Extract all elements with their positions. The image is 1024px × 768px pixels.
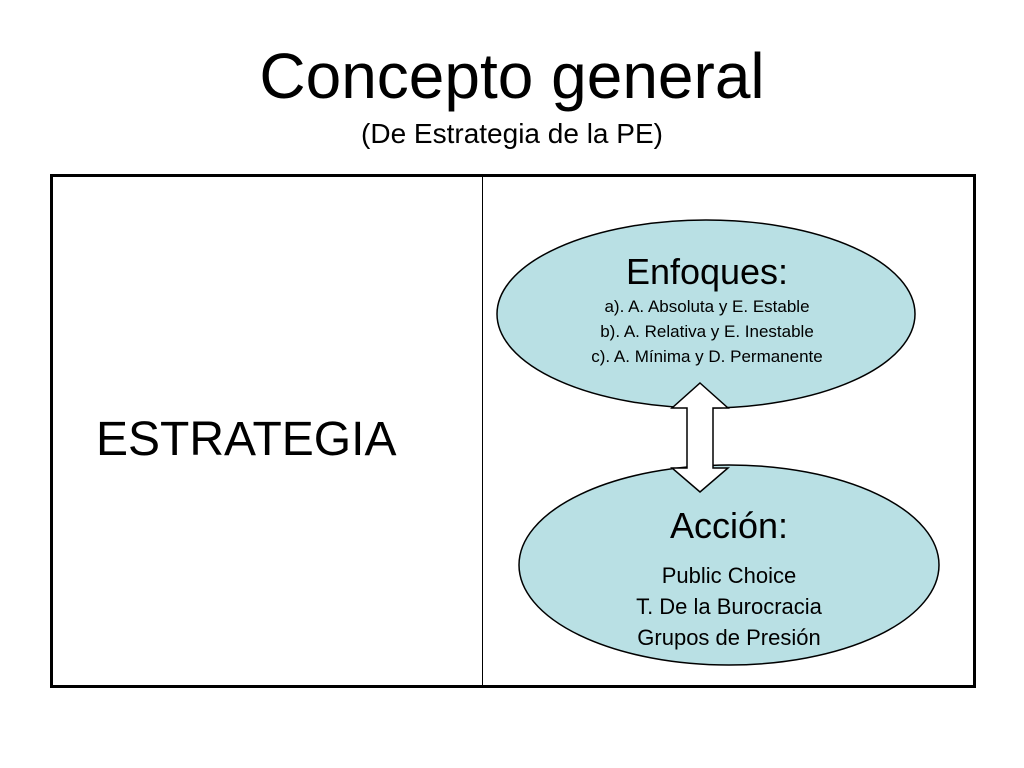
slide-title: Concepto general	[259, 40, 765, 112]
enfoques-item-a: a). A. Absoluta y E. Estable	[604, 297, 810, 316]
accion-item-grupos-presion: Grupos de Presión	[637, 625, 821, 650]
accion-item-burocracia: T. De la Burocracia	[636, 594, 822, 619]
double-arrow-icon	[669, 381, 731, 493]
estrategia-label: ESTRATEGIA	[96, 413, 397, 466]
accion-item-public-choice: Public Choice	[661, 563, 797, 588]
slide-subtitle: (De Estrategia de la PE)	[361, 118, 663, 149]
enfoques-item-b: b). A. Relativa y E. Inestable	[600, 322, 814, 341]
enfoques-title: Enfoques:	[625, 251, 789, 292]
column-divider	[482, 177, 483, 685]
accion-title: Acción:	[669, 505, 789, 546]
content-frame	[50, 174, 976, 688]
enfoques-item-c: c). A. Mínima y D. Permanente	[591, 347, 823, 366]
accion-ellipse	[518, 464, 940, 666]
